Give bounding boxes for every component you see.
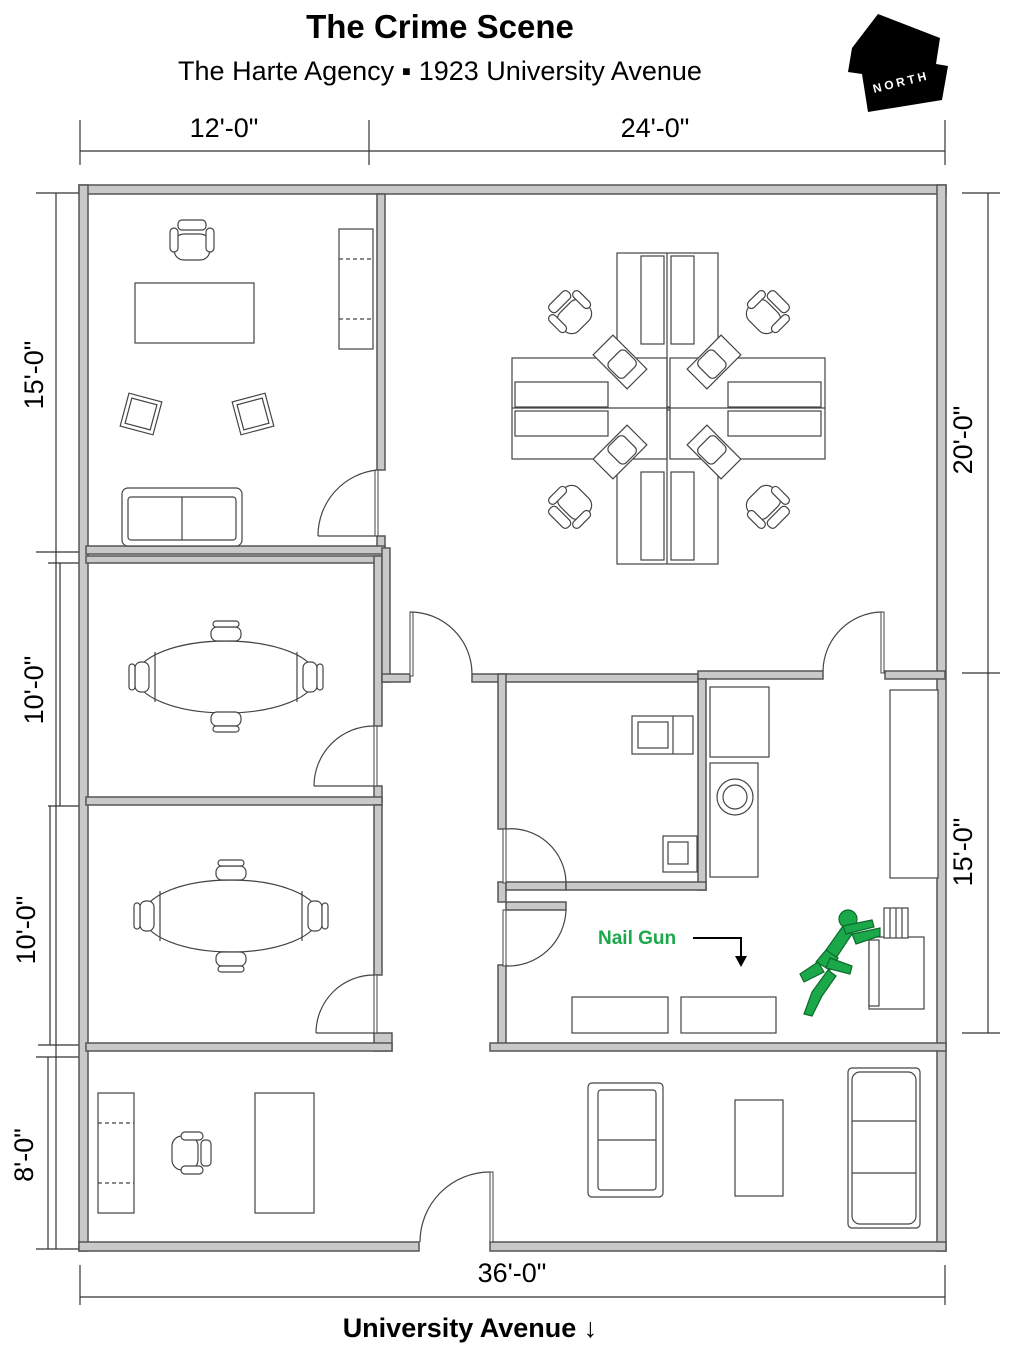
chair-icon [169, 219, 215, 261]
office-furniture [119, 219, 374, 547]
dim-left-2: 10'-0" [19, 656, 49, 725]
page-title: The Crime Scene [306, 8, 574, 45]
chair-icon [302, 661, 324, 693]
evidence-label: Nail Gun [598, 928, 676, 949]
doors [313, 469, 885, 1243]
refrigerator [709, 686, 770, 758]
coffee-table [734, 1099, 784, 1197]
kitchen-fixtures [631, 686, 939, 879]
street-name: University Avenue [342, 1313, 577, 1343]
page-subtitle: The Harte Agency ▪ 1923 University Avenu… [178, 56, 702, 86]
storage-box [571, 996, 669, 1034]
north-arrow-icon: NORTH [848, 14, 948, 112]
chair-icon [745, 290, 790, 335]
armchair-icon [119, 392, 163, 436]
chair-icon [210, 711, 242, 733]
storage-box [680, 996, 777, 1034]
conference-room-1 [128, 620, 324, 733]
chair-icon [210, 620, 242, 642]
desk [134, 282, 255, 344]
chair-icon [133, 900, 155, 932]
dim-left-1: 15'-0" [19, 341, 49, 410]
workstation-cluster [511, 252, 826, 565]
street-label: University Avenue ↓ [0, 1313, 940, 1344]
crime-scene-room [571, 907, 925, 1034]
walls [78, 184, 947, 1252]
chair-icon [548, 484, 593, 529]
bookshelf [338, 228, 374, 350]
evidence-pointer [693, 937, 742, 960]
reception-furniture [97, 1067, 921, 1229]
chair-icon [215, 951, 247, 973]
chair-icon [128, 661, 150, 693]
chair-icon [307, 900, 329, 932]
chair-icon [745, 484, 790, 529]
dim-top-left: 12'-0" [190, 113, 259, 143]
conference-room-2 [133, 859, 329, 973]
evidence-arrow-icon [735, 956, 747, 967]
cabinet [889, 689, 939, 879]
desk [254, 1092, 315, 1214]
dim-left-3: 10'-0" [11, 896, 41, 965]
sofa-icon [121, 487, 243, 547]
dim-bottom: 36'-0" [478, 1258, 547, 1288]
down-arrow-icon: ↓ [583, 1313, 598, 1343]
sofa-icon [587, 1082, 664, 1198]
dim-top-right: 24'-0" [621, 113, 690, 143]
dimension-lines [36, 120, 1000, 1305]
dim-right-1: 20'-0" [948, 406, 978, 475]
chair-icon [548, 290, 593, 335]
dim-right-2: 15'-0" [948, 818, 978, 887]
chair-icon [215, 859, 247, 881]
victim-figure-icon [799, 909, 881, 1017]
sofa-icon [847, 1067, 921, 1229]
chair-icon [171, 1131, 212, 1175]
armchair-icon [231, 392, 275, 436]
dim-left-4: 8'-0" [9, 1128, 39, 1182]
bookshelf [97, 1092, 135, 1214]
